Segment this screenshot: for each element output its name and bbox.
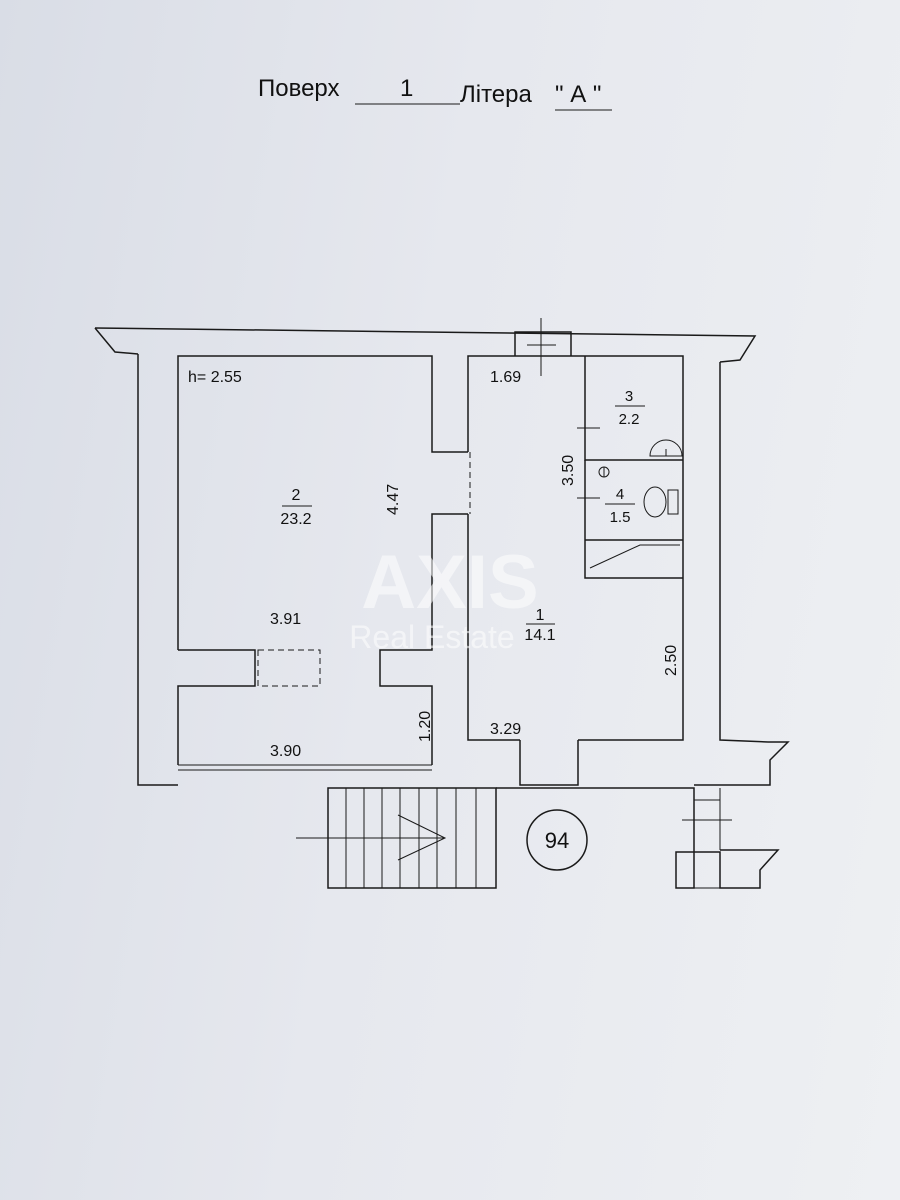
svg-text:1: 1 <box>536 607 545 624</box>
room-4-label: 4 1.5 <box>605 486 635 526</box>
watermark-sub: Real Estate <box>349 619 514 655</box>
porch-outline <box>496 787 780 889</box>
room-2-label: 2 23.2 <box>280 487 312 528</box>
outer-wall-right-base <box>694 741 790 786</box>
room-2-wall-right <box>379 513 468 765</box>
room-3-label: 3 2.2 <box>615 388 645 428</box>
letter-value: " А " <box>555 81 601 108</box>
svg-text:2: 2 <box>292 487 301 504</box>
dim-350: 3.50 <box>560 455 577 486</box>
svg-text:14.1: 14.1 <box>524 627 555 644</box>
entrance-opening <box>519 740 579 786</box>
letter-label: Літера <box>460 81 533 108</box>
building-number: 94 <box>545 828 569 853</box>
room-2-wall-top <box>177 355 468 650</box>
svg-text:2.2: 2.2 <box>619 411 640 428</box>
room-3-wall <box>584 356 683 461</box>
dim-390: 3.90 <box>270 743 301 760</box>
dim-120: 1.20 <box>417 711 434 742</box>
outer-wall-right <box>719 362 769 743</box>
room-1-label: 1 14.1 <box>524 607 555 644</box>
dim-169: 1.69 <box>490 369 521 386</box>
dim-329: 3.29 <box>490 721 521 738</box>
dim-250: 2.50 <box>663 645 680 676</box>
room-4-wall <box>584 460 683 579</box>
sink-icon <box>649 439 683 457</box>
svg-text:3: 3 <box>625 388 633 405</box>
ceiling-height: h= 2.55 <box>188 369 242 386</box>
cornice-top <box>94 327 757 363</box>
toilet-tank <box>667 489 679 515</box>
niche-dashed <box>257 649 321 687</box>
stair-arrow-icon <box>397 814 447 861</box>
dim-391: 3.91 <box>270 611 301 628</box>
bathtub-line <box>589 544 680 569</box>
dim-447: 4.47 <box>385 484 402 515</box>
building-number-circle <box>526 809 588 871</box>
top-opening <box>514 331 572 356</box>
toilet-icon <box>643 486 667 518</box>
outer-wall-left <box>137 354 178 786</box>
svg-text:1.5: 1.5 <box>610 509 631 526</box>
room-2-wall-left-niche <box>177 649 256 765</box>
watermark-brand: AXIS <box>361 540 538 625</box>
floor-label: Поверх <box>258 75 340 102</box>
cornice-left <box>94 327 139 355</box>
svg-text:23.2: 23.2 <box>280 511 311 528</box>
floor-value: 1 <box>400 75 413 102</box>
svg-text:4: 4 <box>616 486 624 503</box>
room-1-wall-bottom-left <box>467 514 520 741</box>
room-1-wall <box>467 355 684 741</box>
